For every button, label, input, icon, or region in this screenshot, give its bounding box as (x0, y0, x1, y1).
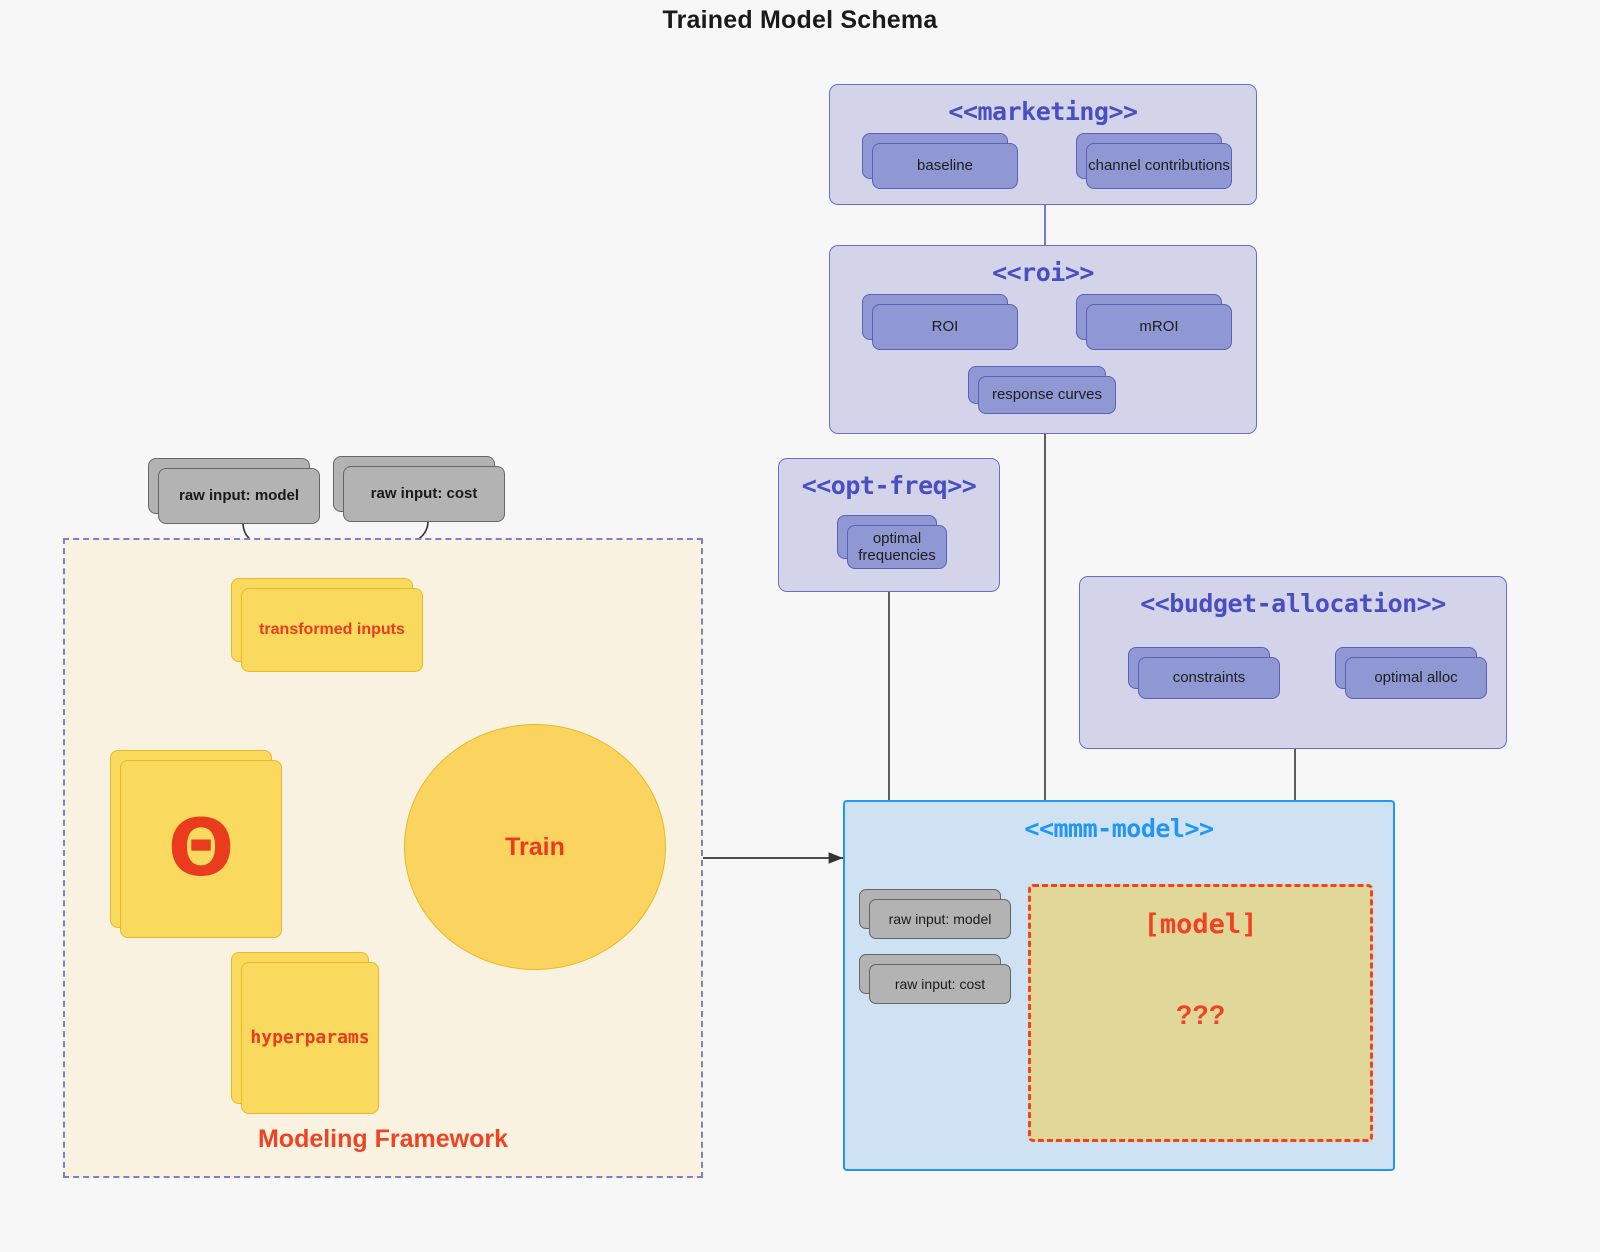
package-title: <<budget-allocation>> (1140, 589, 1446, 618)
page-title: Trained Model Schema (662, 6, 938, 34)
node-raw-input-model[interactable]: raw input: model (859, 889, 1011, 939)
node-label: ROI (872, 304, 1018, 350)
model-placeholder[interactable]: [model] ??? (1028, 884, 1373, 1142)
package-title: <<roi>> (992, 258, 1094, 287)
node-input-raw-cost[interactable]: raw input: cost (333, 456, 505, 522)
node-input-raw-model[interactable]: raw input: model (148, 458, 320, 524)
node-label: raw input: model (869, 899, 1011, 939)
package-title: <<marketing>> (948, 97, 1138, 126)
node-hyperparams[interactable]: hyperparams (231, 952, 379, 1114)
node-label: transformed inputs (241, 588, 423, 672)
node-baseline[interactable]: baseline (862, 133, 1018, 189)
node-raw-input-cost[interactable]: raw input: cost (859, 954, 1011, 1004)
package-title: <<mmm-model>> (1024, 814, 1214, 843)
node-label: response curves (978, 376, 1116, 414)
node-optimal-frequencies[interactable]: optimal frequencies (837, 515, 947, 569)
node-label: baseline (872, 143, 1018, 189)
node-mroi[interactable]: mROI (1076, 294, 1232, 350)
node-transformed-inputs[interactable]: transformed inputs (231, 578, 423, 672)
node-label: hyperparams (241, 962, 379, 1114)
model-placeholder-unknown: ??? (1175, 1000, 1226, 1030)
node-label: raw input: model (158, 468, 320, 524)
node-constraints[interactable]: constraints (1128, 647, 1280, 699)
node-label: optimal frequencies (847, 525, 947, 569)
node-optimal-alloc[interactable]: optimal alloc (1335, 647, 1487, 699)
node-label: channel contributions (1086, 143, 1232, 189)
train-label: Train (505, 832, 565, 861)
node-theta-face: Θ (120, 760, 282, 938)
node-label: raw input: cost (869, 964, 1011, 1004)
node-label: mROI (1086, 304, 1232, 350)
node-label: optimal alloc (1345, 657, 1487, 699)
node-label: raw input: cost (343, 466, 505, 522)
package-roi[interactable]: <<roi>> ROI mROI response curves (829, 245, 1257, 434)
node-roi[interactable]: ROI (862, 294, 1018, 350)
package-title: <<opt-freq>> (801, 471, 977, 500)
node-channel-contributions[interactable]: channel contributions (1076, 133, 1232, 189)
package-budget-allocation[interactable]: <<budget-allocation>> constraints optima… (1079, 576, 1507, 749)
package-mmm-model[interactable]: <<mmm-model>> raw input: model raw input… (843, 800, 1395, 1171)
model-placeholder-title: [model] (1143, 909, 1258, 940)
package-marketing[interactable]: <<marketing>> baseline channel contribut… (829, 84, 1257, 205)
train-ellipse[interactable]: Train (404, 724, 666, 970)
node-theta[interactable]: Θ (110, 750, 282, 938)
theta-glyph: Θ (167, 804, 235, 894)
modeling-framework-label: Modeling Framework (257, 1125, 509, 1153)
package-opt-freq[interactable]: <<opt-freq>> optimal frequencies (778, 458, 1000, 592)
node-label: constraints (1138, 657, 1280, 699)
node-response-curves[interactable]: response curves (968, 366, 1116, 414)
